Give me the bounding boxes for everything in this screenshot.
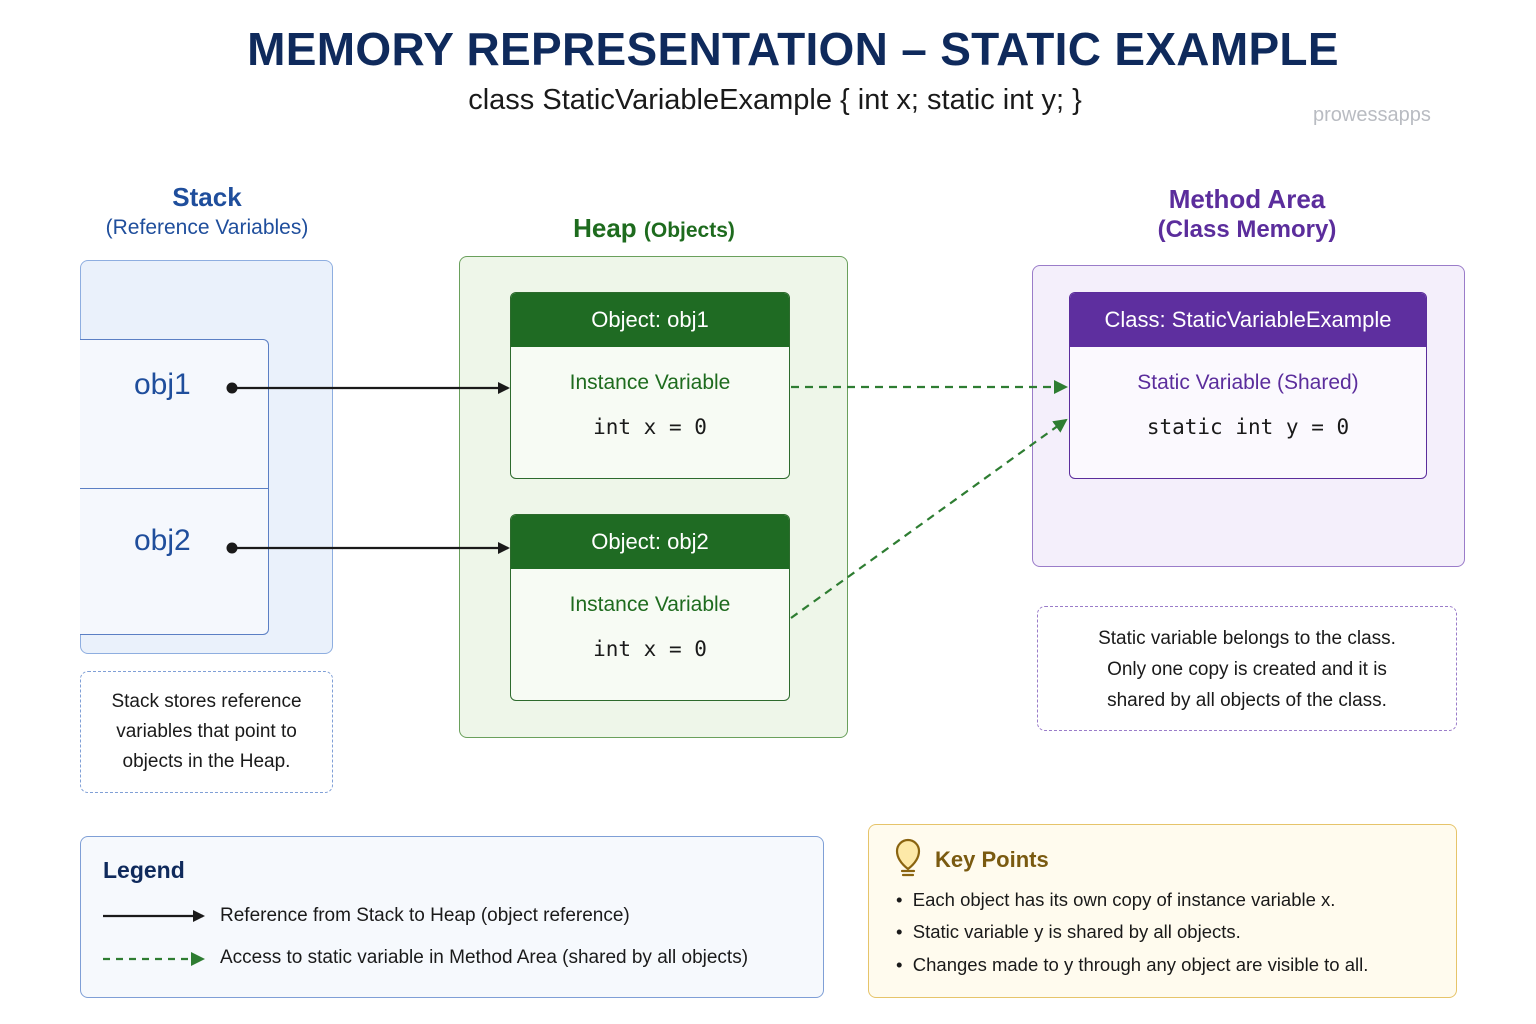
key-point-text: Static variable y is shared by all objec…: [912, 921, 1241, 942]
key-point-item: • Static variable y is shared by all obj…: [896, 921, 1241, 942]
legend-solid-label: Reference from Stack to Heap (object ref…: [220, 905, 630, 926]
instance-variable-code: int x = 0: [593, 415, 707, 439]
class-signature: class StaticVariableExample { int x; sta…: [468, 84, 1082, 116]
method-area-note: Static variable belongs to the class. On…: [1037, 606, 1457, 731]
heap-title: Heap (Objects): [460, 213, 848, 244]
key-point-text: Changes made to y through any object are…: [912, 954, 1369, 975]
stack-note-line: objects in the Heap.: [122, 751, 291, 772]
page-title: MEMORY REPRESENTATION – STATIC EXAMPLE: [247, 23, 1339, 75]
object-header: Object: obj2: [511, 515, 789, 569]
stack-note: Stack stores reference variables that po…: [80, 671, 333, 793]
stack-divider: [80, 488, 269, 489]
heap-title-main: Heap: [573, 213, 637, 243]
key-points-title: Key Points: [935, 847, 1049, 872]
method-note-line: Static variable belongs to the class.: [1098, 628, 1396, 649]
heap-title-sub: (Objects): [643, 219, 735, 242]
stack-subtitle: (Reference Variables): [105, 216, 309, 239]
static-variable-code: static int y = 0: [1146, 415, 1350, 439]
stack-note-line: variables that point to: [116, 721, 297, 742]
instance-variable-code: int x = 0: [593, 637, 707, 661]
key-points-panel: [868, 824, 1457, 998]
heap-object-obj1: Object: obj1 Instance Variable int x = 0: [510, 292, 790, 479]
method-note-line: shared by all objects of the class.: [1107, 690, 1387, 711]
legend-title: Legend: [103, 857, 185, 883]
class-header: Class: StaticVariableExample: [1070, 293, 1426, 347]
stack-note-line: Stack stores reference: [111, 691, 302, 712]
instance-variable-label: Instance Variable: [569, 371, 731, 394]
key-point-text: Each object has its own copy of instance…: [912, 889, 1336, 910]
key-point-item: • Changes made to y through any object a…: [896, 954, 1369, 975]
heap-object-obj2: Object: obj2 Instance Variable int x = 0: [510, 514, 790, 701]
method-area-subtitle: (Class Memory): [1157, 216, 1337, 243]
watermark: prowessapps: [1313, 104, 1431, 126]
stack-ref-obj2: obj2: [134, 524, 191, 557]
method-area-title: Method Area: [1168, 184, 1326, 214]
legend-dashed-label: Access to static variable in Method Area…: [220, 947, 749, 968]
object-header: Object: obj1: [511, 293, 789, 347]
stack-title: Stack: [172, 182, 242, 212]
class-card: Class: StaticVariableExample Static Vari…: [1069, 292, 1427, 479]
method-note-line: Only one copy is created and it is: [1107, 659, 1387, 680]
static-variable-label: Static Variable (Shared): [1137, 371, 1359, 394]
stack-ref-obj1: obj1: [134, 368, 191, 401]
instance-variable-label: Instance Variable: [569, 593, 731, 616]
key-point-item: • Each object has its own copy of instan…: [896, 889, 1336, 910]
